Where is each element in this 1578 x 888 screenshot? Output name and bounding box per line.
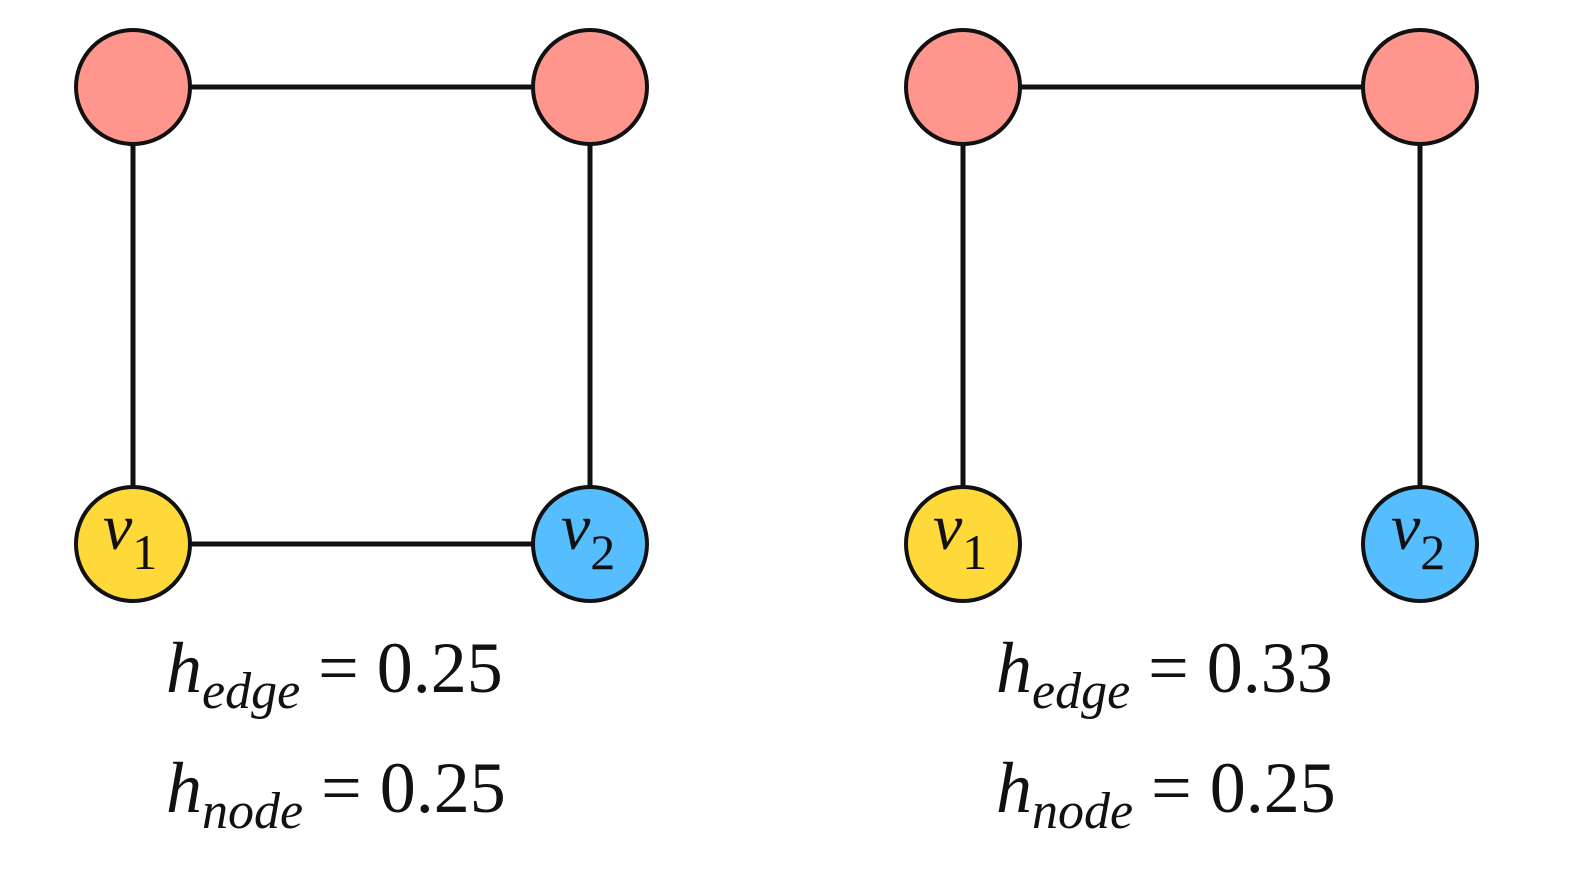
metric-symbol: h — [166, 748, 202, 828]
graph-1: v1 v2 hedge=0.25 hnode=0.25 — [74, 28, 649, 840]
node-label-sub: 1 — [962, 524, 987, 580]
node-label-v2: v2 — [561, 491, 615, 580]
node-v2 — [531, 485, 649, 603]
metric-symbol: h — [166, 628, 202, 708]
node-label-sub: 2 — [1420, 524, 1445, 580]
node-label-base: v — [933, 491, 963, 564]
metric-symbol: h — [996, 628, 1032, 708]
metric-value: 0.33 — [1207, 628, 1333, 708]
metric-equals: = — [1148, 628, 1189, 708]
graph-2: v1 v2 hedge=0.33 hnode=0.25 — [904, 28, 1479, 840]
metric-value: 0.25 — [1210, 748, 1336, 828]
metric-subscript: node — [1032, 783, 1133, 840]
node-v2 — [1361, 485, 1479, 603]
metric-symbol: h — [996, 748, 1032, 828]
metric-edge-homophily: hedge =0.33 — [996, 628, 1333, 720]
metric-value: 0.25 — [377, 628, 503, 708]
metric-equals: = — [321, 748, 362, 828]
node-top-right — [1361, 28, 1479, 146]
metric-node-homophily: hnode =0.25 — [166, 748, 506, 840]
metric-equals: = — [318, 628, 359, 708]
node-label-sub: 1 — [132, 524, 157, 580]
node-label-v1: v1 — [103, 491, 157, 580]
metric-equals: = — [1151, 748, 1192, 828]
node-top-left — [904, 28, 1022, 146]
metric-node-homophily: hnode =0.25 — [996, 748, 1336, 840]
metric-subscript: edge — [1032, 663, 1130, 720]
node-v1 — [74, 485, 192, 603]
node-label-base: v — [1391, 491, 1421, 564]
node-v1 — [904, 485, 1022, 603]
node-label-base: v — [103, 491, 133, 564]
metric-value: 0.25 — [380, 748, 506, 828]
node-top-left — [74, 28, 192, 146]
node-label-v1: v1 — [933, 491, 987, 580]
metric-edge-homophily: hedge =0.25 — [166, 628, 503, 720]
metric-subscript: edge — [202, 663, 300, 720]
node-label-v2: v2 — [1391, 491, 1445, 580]
node-top-right — [531, 28, 649, 146]
metric-subscript: node — [202, 783, 303, 840]
node-label-base: v — [561, 491, 591, 564]
node-label-sub: 2 — [590, 524, 615, 580]
